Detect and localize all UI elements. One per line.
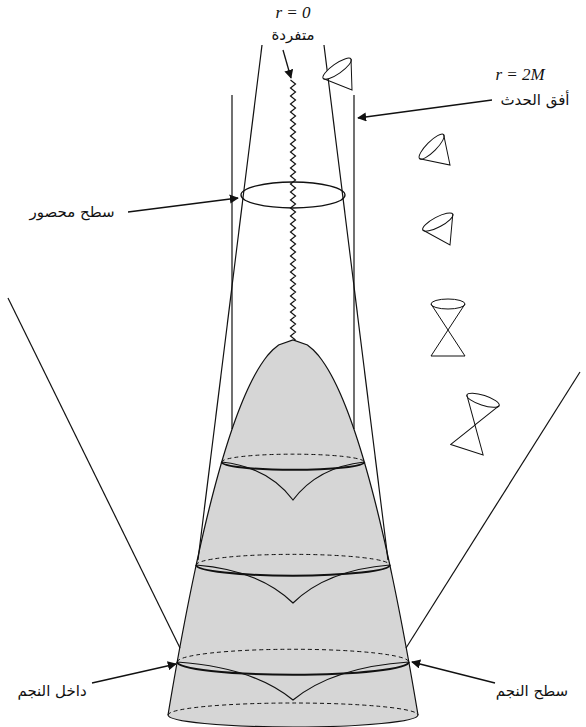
time-slice-front: [196, 565, 390, 576]
math-label: r = 0: [275, 4, 310, 23]
light-ray: [198, 45, 262, 560]
text-label: أفق الحدث: [500, 92, 569, 109]
math-label: r = 2M: [495, 66, 544, 85]
star-region: [168, 340, 418, 727]
event-horizon-line: [231, 95, 232, 429]
leader-arrow: [128, 198, 238, 212]
light-ray: [406, 372, 580, 648]
leader-arrow: [412, 662, 495, 683]
light-ray: [8, 298, 180, 648]
star-body: [168, 340, 418, 727]
text-label: سطح النجم: [496, 683, 568, 700]
light-cone: [416, 131, 462, 177]
time-slice-back: [168, 703, 418, 715]
light-ray: [324, 45, 388, 560]
text-label: متفردة: [272, 27, 315, 44]
text-label: داخل النجم: [17, 683, 86, 700]
light-cones: [320, 55, 500, 455]
leader-arrow: [92, 664, 176, 683]
singularity-line: [291, 80, 296, 340]
event-horizon-line: [353, 95, 354, 429]
text-label: سطح محصور: [29, 204, 114, 221]
outgoing-rays: [196, 565, 390, 603]
time-slice-back: [196, 554, 390, 565]
outgoing-rays: [177, 662, 409, 700]
light-cone: [320, 55, 366, 100]
outgoing-rays: [222, 462, 365, 500]
light-cone: [431, 299, 465, 356]
light-cone: [451, 390, 501, 455]
light-cone: [420, 210, 465, 253]
time-slice-back: [222, 454, 365, 462]
time-slice-front: [177, 662, 409, 675]
time-slice-back: [177, 649, 409, 662]
leader-arrow: [283, 50, 291, 78]
leader-arrow: [358, 100, 492, 118]
